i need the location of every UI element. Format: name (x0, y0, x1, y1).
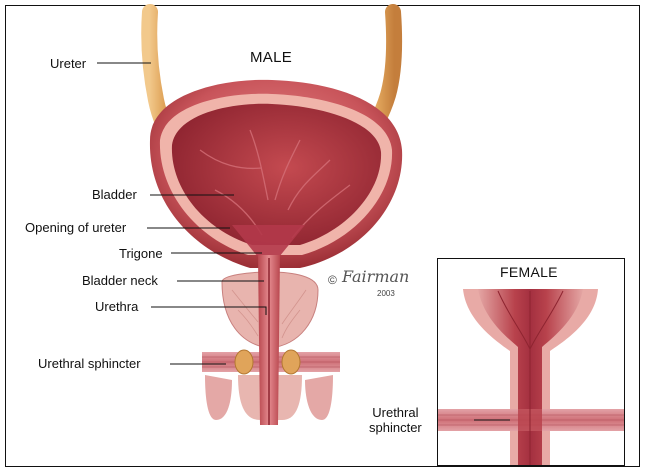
left-gland (235, 350, 253, 374)
right-gland (282, 350, 300, 374)
female-sphincter-label-line1: Urethral (369, 405, 422, 420)
urethra-label: Urethra (95, 299, 138, 314)
trigone-label: Trigone (119, 246, 163, 261)
female-sphincter-label-line2: sphincter (369, 420, 422, 435)
signature-name: Fairman (342, 267, 409, 286)
artist-signature: © Fairman (328, 267, 414, 301)
copyright-symbol: © (328, 273, 337, 287)
female-sphincter-label: Urethral sphincter (369, 405, 422, 435)
male-title: MALE (250, 49, 292, 66)
female-anatomy-illustration (438, 259, 624, 465)
ureter-label: Ureter (50, 56, 86, 71)
opening-of-ureter-label: Opening of ureter (25, 220, 126, 235)
bladder-neck-label: Bladder neck (82, 273, 158, 288)
urethral-sphincter-label: Urethral sphincter (38, 356, 141, 371)
female-inset: FEMALE (437, 258, 625, 466)
bladder-label: Bladder (92, 187, 137, 202)
signature-year: 2003 (377, 289, 395, 298)
